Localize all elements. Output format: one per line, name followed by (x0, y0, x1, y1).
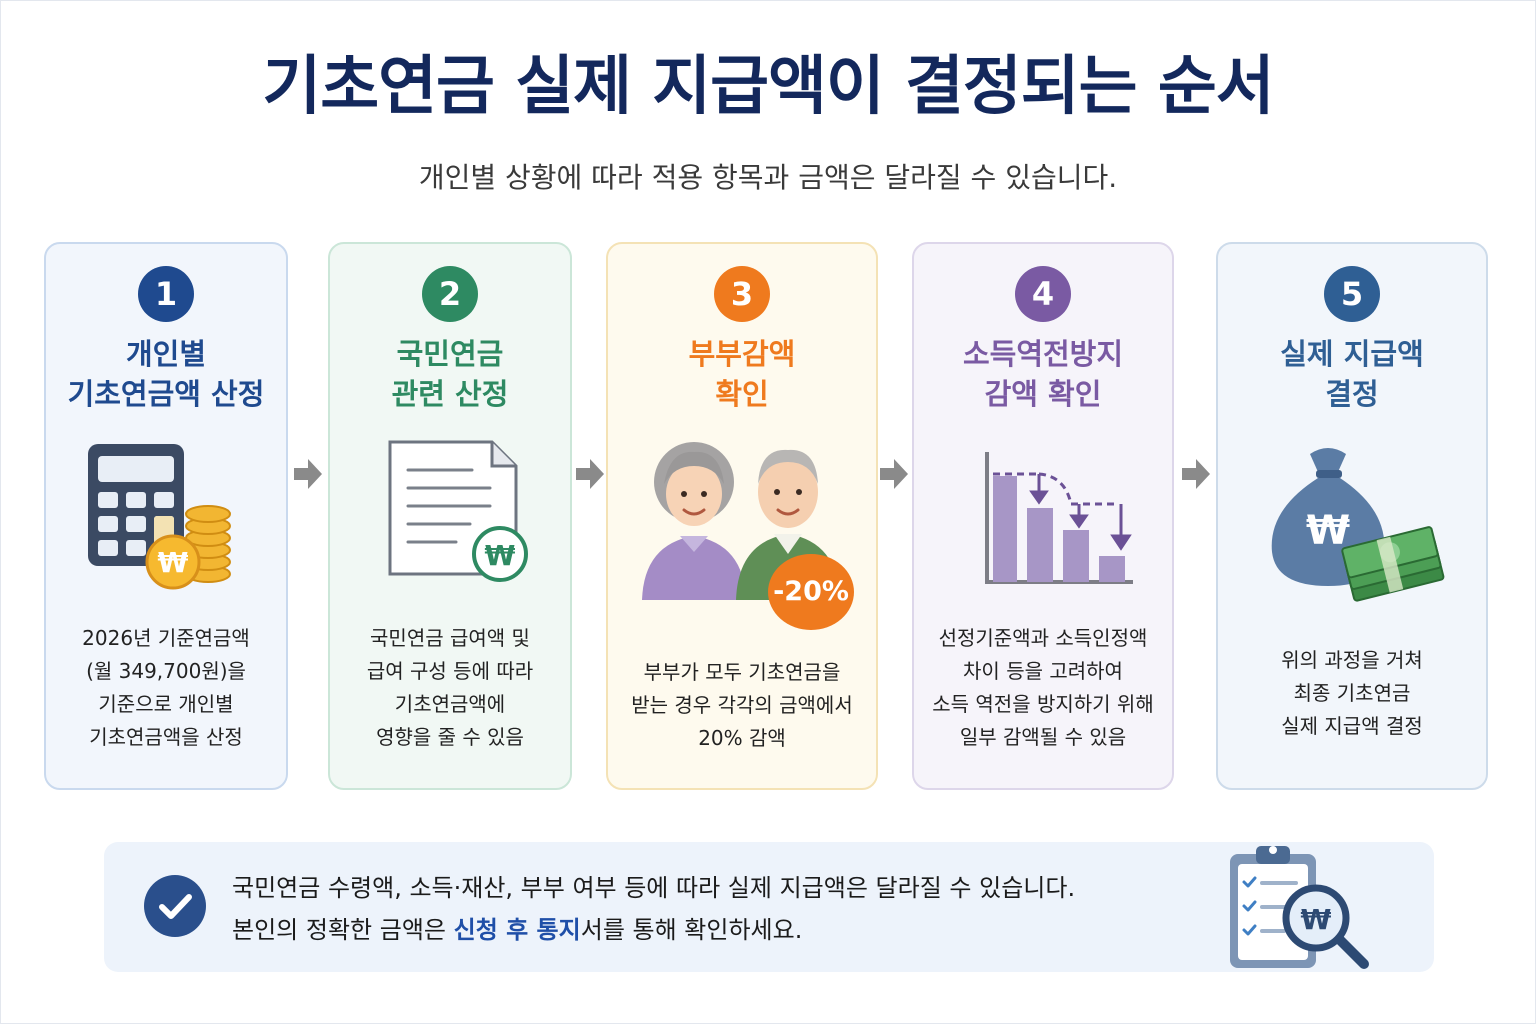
money-bag-cash-icon: ₩ (1271, 448, 1445, 602)
clipboard-magnifier-icon: ₩ (1230, 846, 1369, 969)
step-description: 2026년 기준연금액 (월 349,700원)을 기준으로 개인별 기초연금액… (82, 626, 250, 749)
check-circle-icon (144, 875, 206, 937)
step-title: 개인별 기초연금액 산정 (67, 337, 265, 411)
step-number-badge: 1 (138, 266, 194, 322)
step-description: 위의 과정을 거쳐 최종 기초연금 실제 지급액 결정 (1281, 648, 1423, 738)
step-description: 선정기준액과 소득인정액 차이 등을 고려하여 소득 역전을 방지하기 위해 일… (932, 626, 1154, 749)
arrow-right-icon (880, 459, 908, 489)
step-description: 부부가 모두 기초연금을 받는 경우 각각의 금액에서 20% 감액 (631, 660, 853, 750)
reduction-badge: -20% (768, 554, 854, 630)
document-won-icon: ₩ (388, 440, 528, 582)
step-card-1: 1 개인별 기초연금액 산정 ₩ 2026년 기준연금액 (월 349,700원… (44, 242, 288, 790)
svg-text:₩: ₩ (485, 539, 516, 572)
step-number-badge: 3 (714, 266, 770, 322)
notice-highlight: 신청 후 통지 (453, 916, 581, 944)
step-card-3: 3 부부감액 확인 -20% 부부가 모두 기초연금을 받는 경우 각각의 금액… (606, 242, 878, 790)
step-title: 실제 지급액 결정 (1280, 337, 1424, 411)
step-card-5: 5 실제 지급액 결정 ₩ 위의 과정을 거쳐 최종 기초연금 실제 지급액 결… (1216, 242, 1488, 790)
step-number-badge: 2 (422, 266, 478, 322)
arrow-right-icon (294, 459, 322, 489)
svg-text:₩: ₩ (158, 546, 189, 579)
notice-box: 국민연금 수령액, 소득·재산, 부부 여부 등에 따라 실제 지급액은 달라질… (104, 842, 1434, 972)
decreasing-bar-chart-icon (985, 452, 1133, 584)
step-card-4: 4 소득역전방지 감액 확인 선정기준액과 소득인정액 차이 등을 고려하여 소… (912, 242, 1174, 790)
step-title: 국민연금 관련 산정 (391, 337, 509, 411)
notice-line-1: 국민연금 수령액, 소득·재산, 부부 여부 등에 따라 실제 지급액은 달라질… (232, 874, 1076, 902)
arrow-right-icon (576, 459, 604, 489)
step-number-badge: 5 (1324, 266, 1380, 322)
step-title: 소득역전방지 감액 확인 (962, 337, 1124, 411)
arrow-right-icon (1182, 459, 1210, 489)
step-description: 국민연금 급여액 및 급여 구성 등에 따라 기초연금액에 영향을 줄 수 있음 (366, 626, 534, 749)
step-number-badge: 4 (1015, 266, 1071, 322)
svg-text:₩: ₩ (1306, 508, 1350, 554)
calculator-coin-icon: ₩ (88, 444, 231, 590)
page-subtitle: 개인별 상황에 따라 적용 항목과 금액은 달라질 수 있습니다. (418, 161, 1118, 194)
step-title: 부부감액 확인 (688, 337, 796, 411)
notice-line-2: 본인의 정확한 금액은 신청 후 통지서를 통해 확인하세요. (232, 916, 803, 944)
svg-text:₩: ₩ (1301, 903, 1332, 936)
page-title: 기초연금 실제 지급액이 결정되는 순서 (262, 50, 1274, 124)
step-card-2: 2 국민연금 관련 산정 ₩ 국민연금 급여액 및 급여 구성 등에 따라 기초… (328, 242, 572, 790)
